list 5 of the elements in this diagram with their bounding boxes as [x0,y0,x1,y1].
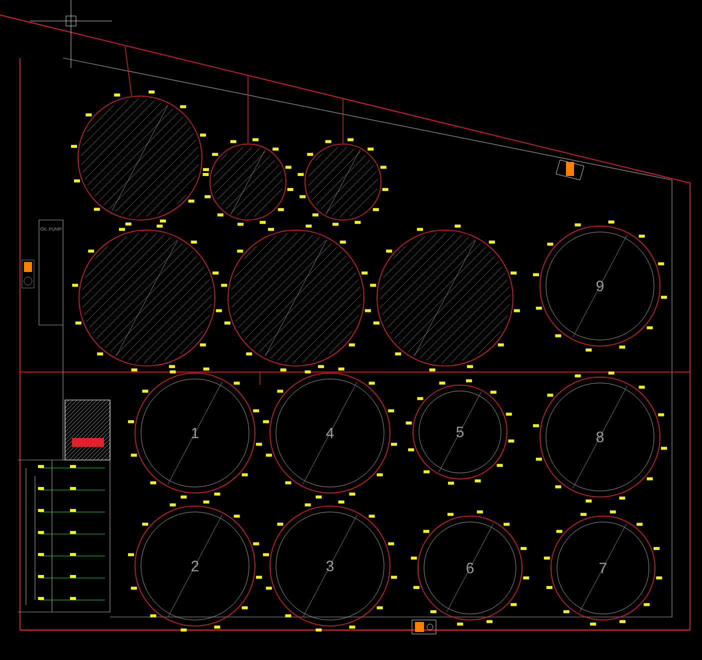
tank-circle [298,138,388,226]
tank-circle [202,138,294,226]
pipe-line [124,46,132,96]
pipe-line [342,98,344,144]
tank-circle [370,224,520,372]
